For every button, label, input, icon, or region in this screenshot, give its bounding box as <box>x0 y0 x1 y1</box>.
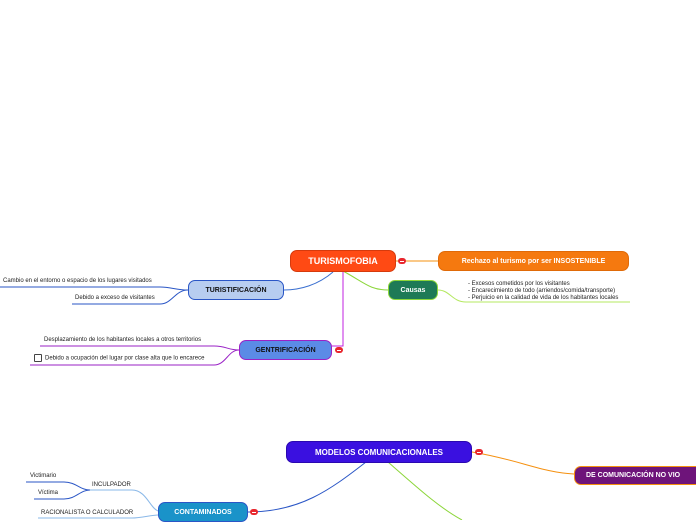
turistificacion-label: TURISTIFICACIÓN <box>205 286 267 294</box>
gentrificacion-label: GENTRIFICACIÓN <box>255 346 316 354</box>
causas-item: - Excesos cometidos por los visitantes <box>468 281 570 287</box>
collapse-badge-gentrificacion[interactable] <box>335 347 343 353</box>
rechazo-label: Rechazo al turismo por ser INSOSTENIBLE <box>461 257 606 265</box>
causas-item: - Perjuicio en la calidad de vida de los… <box>468 295 619 301</box>
turismofobia-label: TURISMOFOBIA <box>308 256 378 266</box>
modelos-node[interactable]: MODELOS COMUNICACIONALES <box>286 441 472 463</box>
de-comunicacion-node[interactable]: DE COMUNICACIÓN NO VIO <box>574 466 696 485</box>
gentri-item: Desplazamiento de los habitantes locales… <box>44 337 202 343</box>
contaminados-node[interactable]: CONTAMINADOS <box>158 502 248 522</box>
turistificacion-node[interactable]: TURISTIFICACIÓN <box>188 280 284 300</box>
contaminados-label: CONTAMINADOS <box>174 508 232 516</box>
causas-label: Causas <box>400 286 426 294</box>
collapse-badge-turismofobia[interactable] <box>398 258 406 264</box>
turismofobia-node[interactable]: TURISMOFOBIA <box>290 250 396 272</box>
victimario-label: Victimario <box>30 473 57 479</box>
gentri-item-label: Debido a ocupación del lugar por clase a… <box>45 355 205 362</box>
de-comunicacion-label: DE COMUNICACIÓN NO VIO <box>586 472 681 479</box>
collapse-badge-modelos[interactable] <box>475 449 483 455</box>
causas-item: - Encarecimiento de todo (arriendos/comi… <box>468 288 616 294</box>
causas-list: - Excesos cometidos por los visitantes -… <box>468 281 618 302</box>
turist-item: Cambio en el entorno o espacio de los lu… <box>3 278 152 284</box>
victima-label: Víctima <box>38 490 59 496</box>
turist-item: Debido a exceso de visitantes <box>75 295 155 301</box>
modelos-label: MODELOS COMUNICACIONALES <box>315 447 443 457</box>
inculpador-label[interactable]: INCULPADOR <box>92 482 131 488</box>
racionalista-label[interactable]: RACIONALISTA O CALCULADOR <box>41 510 134 516</box>
checkbox-icon[interactable] <box>34 354 42 362</box>
gentrificacion-node[interactable]: GENTRIFICACIÓN <box>239 340 332 360</box>
gentri-item-task[interactable]: Debido a ocupación del lugar por clase a… <box>34 354 204 362</box>
rechazo-node[interactable]: Rechazo al turismo por ser INSOSTENIBLE <box>438 251 629 271</box>
causas-node[interactable]: Causas <box>388 280 438 300</box>
collapse-badge-contaminados[interactable] <box>250 509 258 515</box>
